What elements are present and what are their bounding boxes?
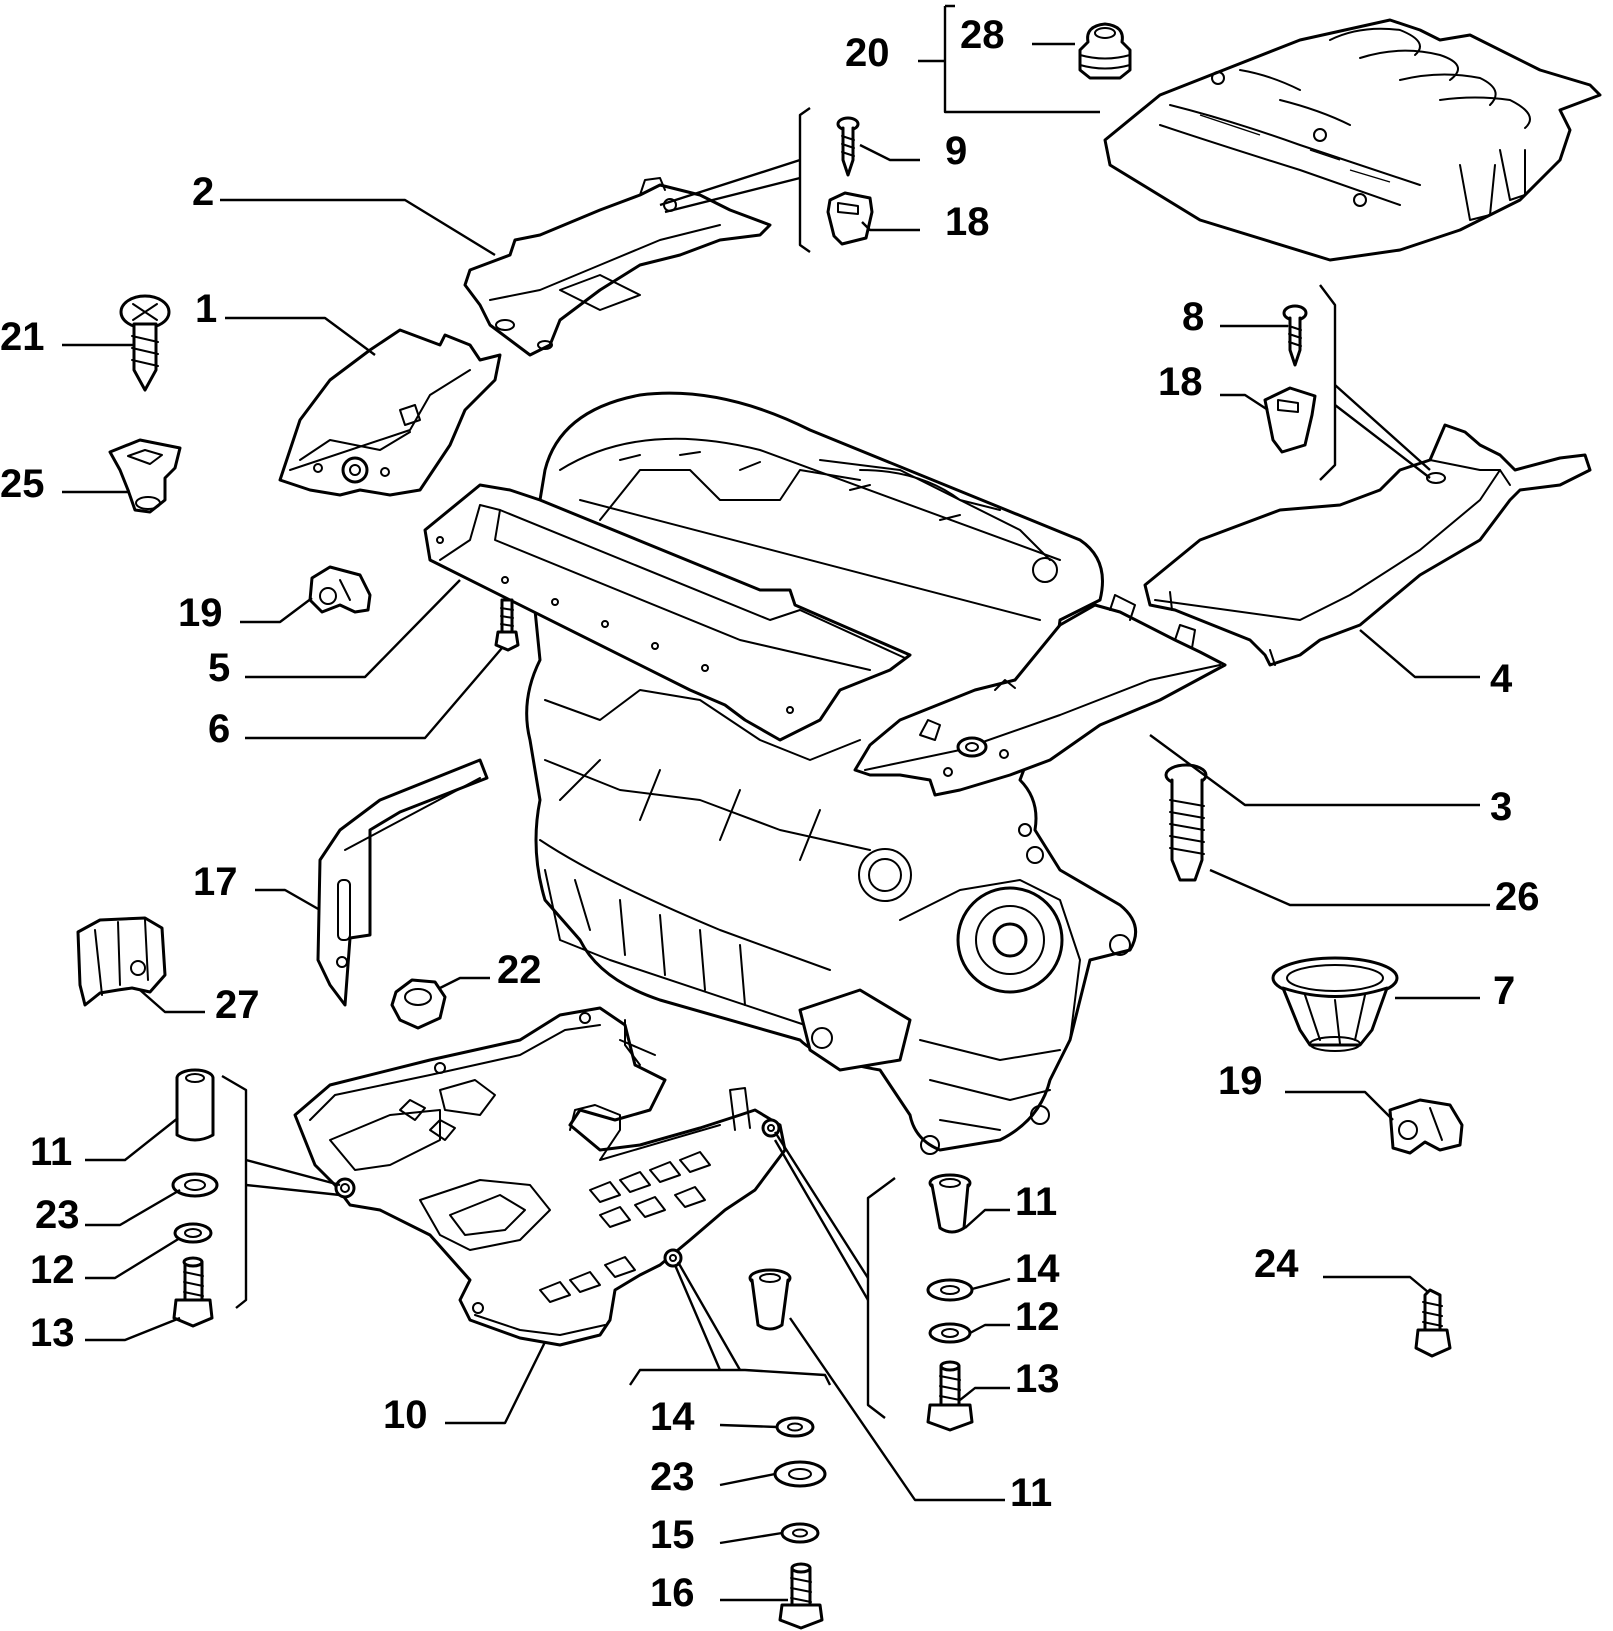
part-12-lock-washer-left (173, 1222, 213, 1244)
callout-11-bottom: 11 (1010, 1471, 1052, 1515)
part-12-lock-washer-right (928, 1322, 972, 1344)
part-19-clip-right (1388, 1098, 1464, 1155)
callout-20: 20 (845, 31, 890, 75)
part-23-washer-bottom (773, 1460, 827, 1488)
callout-8: 8 (1182, 295, 1204, 339)
callout-1: 1 (195, 287, 217, 331)
part-26-push-pin (1164, 763, 1208, 882)
callout-12-left: 12 (30, 1248, 75, 1292)
part-7-grommet (1271, 956, 1399, 1052)
callout-21: 21 (0, 315, 45, 359)
part-17-bracket (316, 758, 489, 1007)
part-19-clip-left (308, 565, 372, 614)
part-23-washer-left (171, 1172, 219, 1198)
callout-2: 2 (192, 170, 214, 214)
callout-9: 9 (945, 129, 967, 173)
callout-14-right: 14 (1015, 1247, 1060, 1291)
part-11-spacer-left (175, 1068, 215, 1142)
callout-18-right: 18 (1158, 360, 1203, 404)
part-27-clip (76, 916, 167, 1007)
part-13-bolt-left (172, 1256, 214, 1328)
callout-15: 15 (650, 1513, 695, 1557)
callout-19-right: 19 (1218, 1059, 1263, 1103)
part-4-shield (1143, 423, 1592, 667)
callout-labels: 20 28 9 18 2 1 21 25 19 5 6 8 18 4 3 26 … (0, 13, 1540, 1615)
part-13-bolt-right (926, 1360, 974, 1432)
part-16-bolt-bottom (778, 1562, 824, 1630)
callout-23-left: 23 (35, 1193, 80, 1237)
part-18-clip-right (1263, 386, 1317, 454)
callout-24: 24 (1254, 1242, 1299, 1286)
callout-23-bottom: 23 (650, 1455, 695, 1499)
part-9-screw (836, 116, 860, 177)
part-24-screw (1414, 1288, 1452, 1358)
part-22-nut (390, 978, 447, 1030)
callout-4: 4 (1490, 657, 1513, 701)
part-20-engine-cover (1103, 18, 1602, 262)
callout-19-left: 19 (178, 591, 223, 635)
part-6-bolt (494, 598, 520, 652)
part-1-shield (278, 328, 502, 497)
part-18-clip-top (826, 191, 874, 246)
callout-25: 25 (0, 462, 45, 506)
part-28-grommet (1078, 22, 1132, 80)
callout-11-left: 11 (30, 1130, 72, 1174)
callout-22: 22 (497, 948, 542, 992)
callout-12-right: 12 (1015, 1295, 1060, 1339)
callout-7: 7 (1493, 969, 1515, 1013)
callout-28: 28 (960, 13, 1005, 57)
part-10-under-tray (293, 1006, 787, 1347)
leader-lines (62, 4, 1490, 1602)
callout-27: 27 (215, 983, 260, 1027)
callout-10: 10 (383, 1393, 428, 1437)
part-21-screw (119, 294, 171, 392)
part-11-spacer-right (928, 1173, 972, 1234)
callout-3: 3 (1490, 785, 1512, 829)
part-2-shield (463, 177, 772, 357)
part-25-clip (108, 438, 182, 514)
callout-17: 17 (193, 860, 238, 904)
part-8-screw (1282, 304, 1308, 367)
callout-16: 16 (650, 1571, 695, 1615)
part-3-shield (853, 594, 1227, 797)
callout-13-left: 13 (30, 1311, 75, 1355)
part-15-lock-washer-bottom (780, 1522, 820, 1544)
callout-18-top: 18 (945, 200, 990, 244)
callout-14-bottom: 14 (650, 1395, 695, 1439)
callout-6: 6 (208, 707, 230, 751)
callout-26: 26 (1495, 875, 1540, 919)
part-11-spacer-bottom (748, 1268, 792, 1331)
part-14-washer-right (926, 1278, 974, 1302)
part-5-shield (423, 483, 912, 742)
callout-11-right: 11 (1015, 1180, 1057, 1224)
callout-5: 5 (208, 646, 230, 690)
callout-13-right: 13 (1015, 1357, 1060, 1401)
part-14-washer-bottom (775, 1416, 815, 1438)
